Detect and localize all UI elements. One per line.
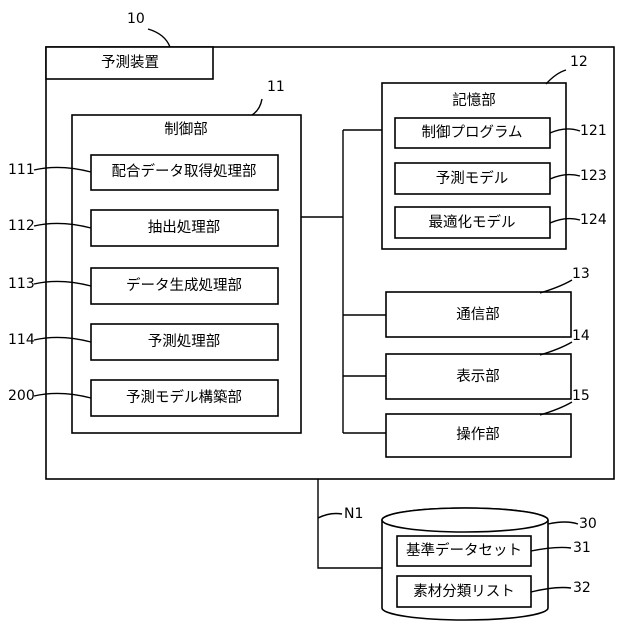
communication-unit-label: 通信部: [456, 306, 500, 323]
operation-unit-label: 操作部: [456, 426, 500, 443]
unit-label-114: 予測処理部: [148, 333, 221, 350]
storage-ref-123: 123: [580, 168, 607, 184]
operation-unit-ref: 15: [572, 388, 590, 404]
device-title: 予測装置: [101, 54, 159, 71]
network-label: N1: [344, 506, 363, 522]
storage-label-121: 制御プログラム: [421, 124, 522, 141]
unit-label-111: 配合データ取得処理部: [112, 162, 257, 180]
database-ref: 30: [579, 516, 597, 532]
storage-label-123: 予測モデル: [436, 169, 509, 187]
database-label-32: 素材分類リスト: [413, 583, 515, 600]
storage-unit-ref: 12: [570, 54, 588, 70]
database-label-31: 基準データセット: [406, 541, 522, 559]
database-ref-32: 32: [573, 580, 591, 596]
device-leader: [148, 29, 170, 47]
control-unit-title: 制御部: [164, 121, 208, 138]
unit-ref-200: 200: [8, 388, 35, 404]
device-ref: 10: [127, 11, 145, 27]
display-unit-label: 表示部: [456, 368, 500, 385]
storage-unit-title: 記憶部: [452, 92, 496, 109]
storage-ref-121: 121: [580, 123, 607, 139]
storage-label-124: 最適化モデル: [429, 213, 516, 231]
unit-ref-111: 111: [8, 162, 35, 178]
database-ref-31: 31: [573, 540, 591, 556]
unit-label-200: 予測モデル構築部: [126, 388, 242, 406]
database-leader: [548, 522, 578, 524]
display-unit-ref: 14: [572, 328, 590, 344]
database-top: [382, 508, 548, 532]
unit-ref-112: 112: [8, 218, 35, 234]
unit-ref-114: 114: [8, 332, 35, 348]
unit-ref-113: 113: [8, 276, 35, 292]
control-unit-ref: 11: [267, 79, 285, 95]
unit-label-112: 抽出処理部: [148, 219, 221, 236]
storage-ref-124: 124: [580, 212, 607, 228]
communication-unit-ref: 13: [572, 266, 590, 282]
network-leader: [318, 514, 342, 519]
unit-label-113: データ生成処理部: [126, 276, 242, 294]
